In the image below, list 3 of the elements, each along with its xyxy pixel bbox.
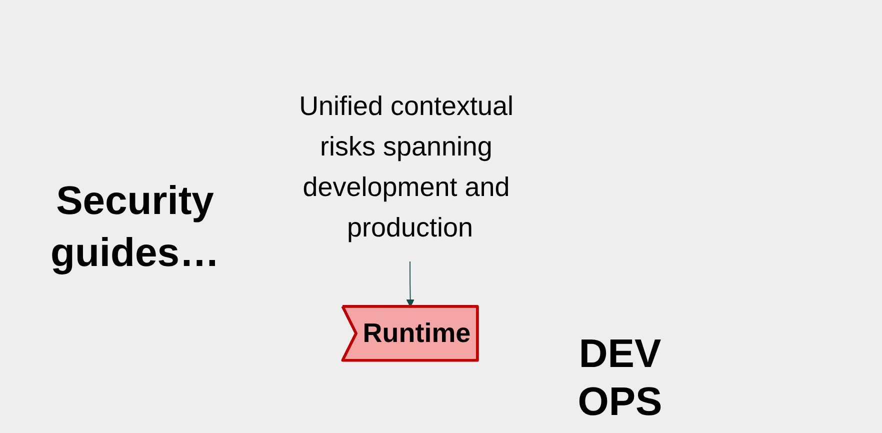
text-label: Security guides… bbox=[50, 178, 220, 277]
text-label: DEV OPS bbox=[576, 331, 664, 426]
node-text: Unified contextual risks spanning development and production bbox=[299, 92, 514, 243]
